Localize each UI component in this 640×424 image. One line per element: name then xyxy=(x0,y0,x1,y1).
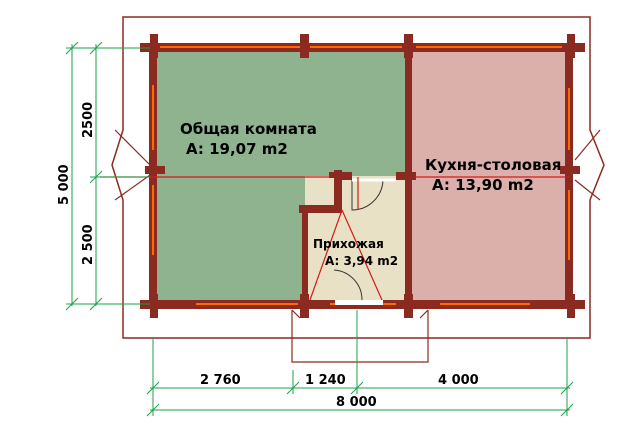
living-room-area: A: 19,07 m2 xyxy=(186,140,288,158)
hall-area: A: 3,94 m2 xyxy=(325,254,398,268)
dimension-lines xyxy=(65,41,574,417)
windows xyxy=(152,46,570,305)
kitchen-area: A: 13,90 m2 xyxy=(432,176,534,194)
interior-walls xyxy=(299,43,416,309)
dim-total-height: 5 000 xyxy=(57,164,72,205)
living-room-name: Общая комната xyxy=(180,120,317,138)
kitchen-name: Кухня-столовая xyxy=(425,156,561,174)
living-lower-fill xyxy=(152,176,305,304)
dim-height-top: 2500 xyxy=(81,102,96,138)
porch-outline xyxy=(114,129,601,363)
dim-segment-2: 1 240 xyxy=(305,373,346,388)
hall-name: Прихожая xyxy=(313,237,384,251)
door-swings xyxy=(333,178,396,305)
dim-segment-3: 4 000 xyxy=(438,373,479,388)
dim-height-bottom: 2 500 xyxy=(81,224,96,265)
dim-segment-1: 2 760 xyxy=(200,373,241,388)
dim-total-width: 8 000 xyxy=(336,395,377,410)
